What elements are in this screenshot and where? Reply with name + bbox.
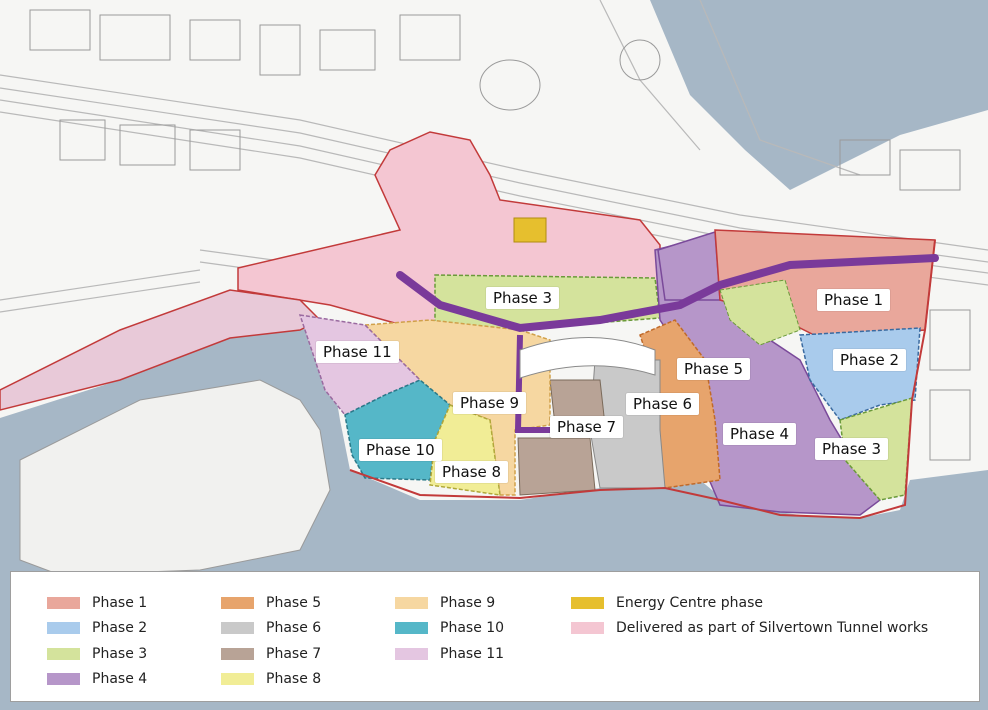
legend-swatch xyxy=(571,596,604,609)
legend-item-phase-8: Phase 8 xyxy=(221,667,321,693)
legend-item-phase-11: Phase 11 xyxy=(395,641,504,667)
legend-swatch xyxy=(221,622,254,635)
legend-label: Phase 10 xyxy=(440,620,505,637)
phase-2-label: Phase 2 xyxy=(833,349,907,371)
internal-road-south xyxy=(514,334,550,433)
legend-swatch xyxy=(395,647,428,660)
legend-swatch xyxy=(395,596,428,609)
phase-3-east-small xyxy=(719,279,801,346)
phase-11-label: Phase 11 xyxy=(316,341,399,363)
legend-swatch xyxy=(571,622,604,635)
legend-item-silvertown-tunnel: Delivered as part of Silvertown Tunnel w… xyxy=(571,616,928,642)
legend-swatch xyxy=(47,622,80,635)
dock-water xyxy=(650,0,988,190)
energy-centre-plot xyxy=(513,217,547,243)
internal-road xyxy=(396,254,939,333)
silvertown-tunnel-west xyxy=(0,289,322,411)
legend-swatch xyxy=(47,673,80,686)
phase-1-label: Phase 1 xyxy=(817,289,891,311)
legend-item-phase-5: Phase 5 xyxy=(221,590,321,616)
legend-label: Phase 8 xyxy=(266,671,322,688)
peninsula-land xyxy=(19,379,331,576)
phase-7-south-area xyxy=(517,437,596,496)
legend-item-phase-9: Phase 9 xyxy=(395,590,504,616)
legend-label: Phase 2 xyxy=(92,620,148,637)
phase-8-label: Phase 8 xyxy=(435,461,509,483)
map-legend: Phase 1 Phase 2 Phase 3 Phase 4 Phase 5 … xyxy=(10,571,980,702)
legend-swatch xyxy=(221,647,254,660)
legend-swatch xyxy=(47,596,80,609)
legend-label: Phase 5 xyxy=(266,594,322,611)
legend-label: Phase 4 xyxy=(92,671,148,688)
legend-swatch xyxy=(221,596,254,609)
legend-column-2: Phase 5 Phase 6 Phase 7 Phase 8 xyxy=(221,590,321,692)
legend-item-phase-4: Phase 4 xyxy=(47,667,147,693)
phase-10-label: Phase 10 xyxy=(359,439,442,461)
legend-item-energy-centre: Energy Centre phase xyxy=(571,590,928,616)
legend-label: Phase 11 xyxy=(440,645,505,662)
legend-label: Delivered as part of Silvertown Tunnel w… xyxy=(616,620,929,637)
legend-label: Phase 7 xyxy=(266,645,322,662)
legend-label: Energy Centre phase xyxy=(616,594,763,611)
legend-item-phase-2: Phase 2 xyxy=(47,616,147,642)
phase-5-label: Phase 5 xyxy=(677,358,751,380)
site-boundary xyxy=(349,239,936,520)
legend-item-phase-3: Phase 3 xyxy=(47,641,147,667)
phase-9-label: Phase 9 xyxy=(453,392,527,414)
legend-item-phase-6: Phase 6 xyxy=(221,616,321,642)
legend-item-phase-7: Phase 7 xyxy=(221,641,321,667)
legend-swatch xyxy=(47,647,80,660)
legend-item-phase-1: Phase 1 xyxy=(47,590,147,616)
legend-column-3: Phase 9 Phase 10 Phase 11 xyxy=(395,590,504,667)
phase-7-label: Phase 7 xyxy=(550,416,624,438)
legend-column-4: Energy Centre phase Delivered as part of… xyxy=(571,590,928,641)
phase-3-label-east: Phase 3 xyxy=(815,438,889,460)
legend-item-phase-10: Phase 10 xyxy=(395,616,504,642)
legend-swatch xyxy=(221,673,254,686)
legend-swatch xyxy=(395,622,428,635)
legend-label: Phase 1 xyxy=(92,594,148,611)
legend-label: Phase 3 xyxy=(92,645,148,662)
legend-column-1: Phase 1 Phase 2 Phase 3 Phase 4 xyxy=(47,590,147,692)
phase-3-label-north: Phase 3 xyxy=(486,287,560,309)
phase-6-label: Phase 6 xyxy=(626,393,700,415)
tunnel-portal xyxy=(519,337,656,379)
legend-label: Phase 6 xyxy=(266,620,322,637)
legend-label: Phase 9 xyxy=(440,594,496,611)
phase-4-label: Phase 4 xyxy=(723,423,797,445)
